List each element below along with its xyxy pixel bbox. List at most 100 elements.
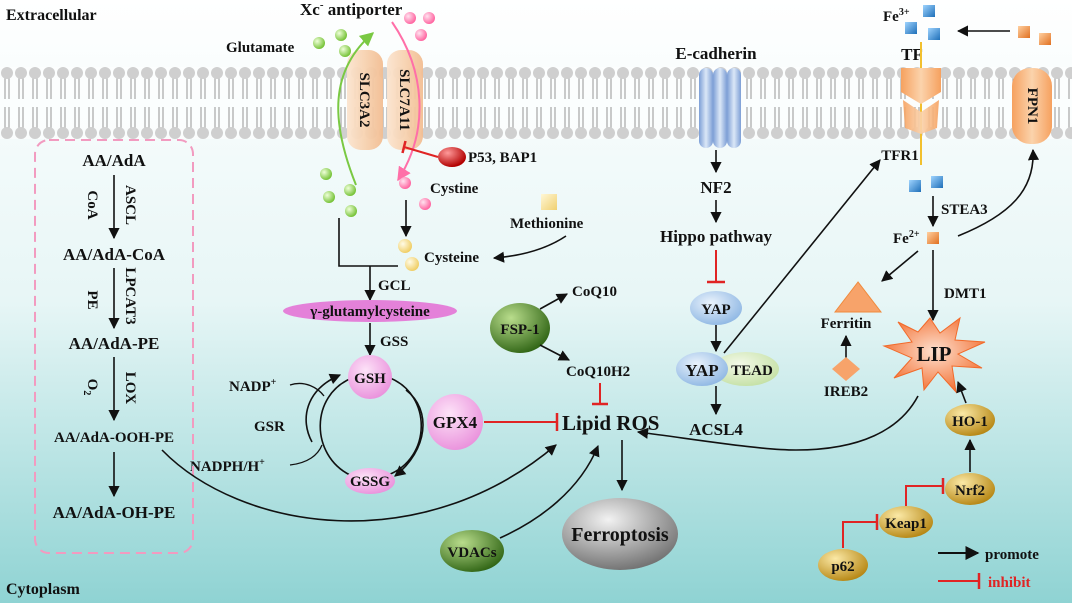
nadp-label: NADP+	[229, 377, 277, 395]
gsr-arrow	[305, 373, 342, 443]
gsh-to-gssg-arrow	[394, 389, 424, 477]
cystine-label: Cystine	[430, 181, 479, 197]
zone-extracellular: Extracellular	[6, 7, 97, 24]
nadp-curve	[289, 382, 325, 397]
yap-label: YAP	[701, 302, 730, 318]
fe3-label: Fe3+	[883, 7, 910, 25]
lipid-ros-label: Lipid ROS	[562, 411, 659, 435]
svg-text:P53, BAP1: P53, BAP1	[468, 150, 537, 166]
membrane-bilayer	[0, 67, 1072, 139]
keap1-label: Keap1	[885, 516, 927, 532]
fe2-iron-ion	[927, 232, 939, 244]
ecadherin-label: E-cadherin	[675, 44, 757, 63]
p62-node	[818, 549, 868, 581]
yap-complex-node	[676, 352, 728, 386]
gcl-label: GCL	[378, 278, 411, 294]
aa-oh-pe-label: AA/AdA-OH-PE	[53, 503, 176, 522]
tf-label: TF	[901, 45, 923, 64]
ecadherin-channel	[699, 68, 741, 148]
gssg-node	[345, 468, 395, 494]
gamma-glutamylcysteine-label: γ-glutamylcysteine	[309, 304, 430, 320]
o2-label: O2	[81, 379, 100, 396]
gssg-label: GSSG	[350, 474, 390, 490]
lipid-pathway-box	[34, 139, 194, 554]
p53-bap1-node: P53, BAP1	[438, 147, 537, 167]
coq10-label: CoQ10	[572, 284, 617, 300]
fe2-to-ferritin-arrow	[881, 250, 919, 282]
tead-node	[713, 352, 779, 386]
tead-label: TEAD	[731, 363, 773, 379]
gpx4-label: GPX4	[433, 413, 478, 432]
aa-pe-label: AA/AdA-PE	[69, 334, 160, 353]
antiporter-channel: SLC3A2 SLC7A11	[347, 50, 423, 150]
ferroptosis-node	[562, 498, 678, 570]
methionine-label: Methionine	[510, 216, 584, 232]
gsh-label: GSH	[354, 371, 386, 387]
coq10h2-label: CoQ10H2	[566, 364, 630, 380]
pe-label: PE	[84, 290, 100, 309]
tfr1-label: TFR1	[881, 148, 919, 164]
acsl4-label: ACSL4	[689, 420, 743, 439]
glutamate-molecules-in	[320, 168, 357, 217]
cystine-molecules-out	[404, 12, 435, 41]
methionine-to-cysteine-arrow	[492, 235, 567, 263]
yap-complex-label: YAP	[685, 361, 718, 380]
aa-ada-label: AA/AdA	[82, 151, 146, 170]
cysteine-molecules	[398, 239, 419, 271]
coa-label: CoA	[84, 190, 100, 219]
p62-label: p62	[831, 559, 854, 575]
lip-label: LIP	[916, 342, 951, 366]
ooh-to-lipid-ros-arrow	[161, 444, 557, 522]
zone-cytoplasm: Cytoplasm	[6, 581, 80, 598]
p62-inhibit-line	[842, 521, 876, 548]
fsp1-label: FSP-1	[500, 322, 539, 338]
cysteine-label: Cysteine	[424, 250, 479, 266]
fe2-label: Fe2+	[893, 229, 920, 247]
glutamate-molecules-out	[313, 29, 351, 57]
keap1-node	[879, 506, 933, 538]
vdacs-to-lipid-ros-arrow	[499, 444, 600, 539]
methionine-molecule	[541, 194, 557, 210]
ireb2-node	[832, 357, 860, 381]
glutamate-export-arrow	[337, 32, 375, 186]
yap-to-tfr1-arrow	[723, 159, 881, 354]
extracellular-fe-ions	[1018, 26, 1051, 45]
hippo-pathway-label: Hippo pathway	[660, 227, 772, 246]
gss-label: GSS	[380, 334, 408, 350]
gsr-label: GSR	[254, 419, 285, 435]
slc7a11-label: SLC7A11	[396, 69, 412, 131]
cystine-import-arrow	[391, 21, 421, 182]
ho1-to-lip-arrow	[956, 380, 967, 404]
lox-label: LOX	[122, 372, 138, 405]
lip-node	[882, 316, 986, 394]
keap1-inhibit-line	[905, 485, 942, 506]
glutamate-label: Glutamate	[226, 40, 295, 56]
glutamate-join-line	[338, 218, 398, 267]
p53-inhibit-line	[403, 146, 439, 158]
legend-promote-label: promote	[985, 547, 1039, 563]
vdacs-node	[440, 530, 504, 572]
legend-inhibit-label: inhibit	[988, 575, 1031, 591]
ferroportin-channel: FPN1	[1012, 68, 1052, 144]
antiporter-title: Xc- antiporter	[300, 0, 403, 19]
aa-coa-label: AA/AdA-CoA	[63, 245, 166, 264]
dmt1-label: DMT1	[944, 286, 987, 302]
yap-node	[690, 291, 742, 325]
stea3-label: STEA3	[941, 202, 988, 218]
ireb2-label: IREB2	[824, 384, 868, 400]
legend: promote inhibit	[938, 546, 1039, 591]
fe2-to-fpn1-arrow	[957, 148, 1040, 237]
fpn1-label: FPN1	[1024, 88, 1040, 125]
ferritin-label: Ferritin	[821, 316, 872, 332]
nadph-curve	[289, 444, 323, 466]
ho1-node	[945, 404, 995, 436]
transferrin-receptor	[901, 42, 941, 165]
ferroptosis-label: Ferroptosis	[571, 524, 669, 546]
ascl-label: ASCL	[122, 185, 138, 225]
cycle-left-arc	[319, 377, 353, 476]
endosome-fe-ions	[909, 176, 943, 192]
ho1-label: HO-1	[952, 414, 988, 430]
lip-to-lipid-ros-arrow	[636, 395, 919, 451]
gsh-node	[348, 355, 392, 399]
